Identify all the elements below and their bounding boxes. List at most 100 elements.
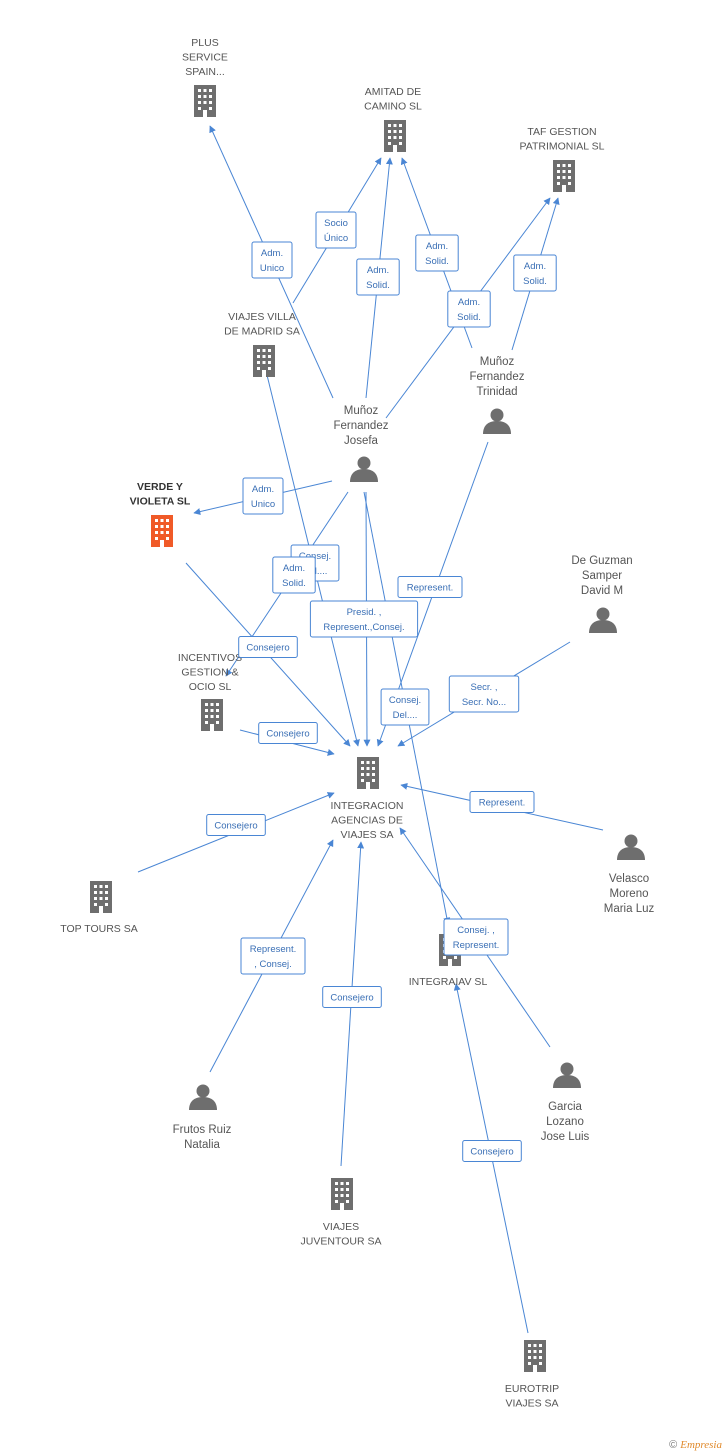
node-label[interactable]: Lozano: [546, 1116, 584, 1128]
edge-label-box[interactable]: [462, 1140, 522, 1162]
edge-label-box[interactable]: [448, 675, 520, 713]
edge-label-josefa-to-integracion[interactable]: Presid. ,Represent.,Consej.: [309, 600, 419, 638]
person-icon[interactable]: [589, 607, 617, 634]
node-label[interactable]: PLUS: [191, 37, 218, 49]
node-amitad[interactable]: AMITAD DE CAMINO SL: [364, 86, 422, 152]
edge-label-box[interactable]: [240, 937, 306, 975]
edge-label-deguzman-to-integracion[interactable]: Secr. ,Secr. No...: [448, 675, 520, 713]
person-icon[interactable]: [350, 456, 378, 483]
node-label[interactable]: Fernandez: [334, 420, 389, 432]
node-label[interactable]: Fernandez: [470, 371, 525, 383]
node-label[interactable]: VIAJES SA: [340, 829, 393, 841]
node-label[interactable]: TAF GESTION: [527, 126, 596, 138]
node-plus[interactable]: PLUS SERVICE SPAIN...: [182, 37, 228, 117]
node-label[interactable]: Jose Luis: [541, 1131, 590, 1143]
node-label[interactable]: VIAJES SA: [505, 1398, 558, 1410]
edge-label-josefa-to-amitad[interactable]: Adm.Solid.: [356, 258, 400, 296]
edge-label-velasco-to-integracion[interactable]: Represent.: [469, 791, 535, 813]
edge-label-box[interactable]: [322, 986, 382, 1008]
edge-label-box[interactable]: [272, 556, 316, 594]
node-label[interactable]: Muñoz: [344, 405, 379, 417]
person-icon[interactable]: [553, 1062, 581, 1089]
node-incentivos[interactable]: INCENTIVOS GESTION & OCIO SL: [178, 652, 242, 731]
brand-logo[interactable]: Empresia: [680, 1439, 722, 1451]
edge-label-box[interactable]: [356, 258, 400, 296]
edge-label-box[interactable]: [258, 722, 318, 744]
person-icon[interactable]: [617, 834, 645, 861]
node-label[interactable]: DE MADRID SA: [224, 326, 300, 338]
edge-label-box[interactable]: [251, 241, 293, 279]
building-icon[interactable]: [201, 699, 223, 731]
node-toptours[interactable]: TOP TOURS SA: [60, 881, 138, 935]
node-label[interactable]: AMITAD DE: [365, 86, 421, 98]
edge-label-box[interactable]: [315, 211, 357, 249]
node-label[interactable]: INCENTIVOS: [178, 652, 242, 664]
building-icon[interactable]: [384, 120, 406, 152]
edge-label-josefa-to-verde[interactable]: Adm.Unico: [242, 477, 284, 515]
edge-label-box[interactable]: [447, 290, 491, 328]
edge-label-josefa-to-plus[interactable]: Adm.Unico: [251, 241, 293, 279]
edge-label-josefa-to-integraiav[interactable]: Consej.Del....: [380, 688, 430, 726]
building-icon[interactable]: [331, 1178, 353, 1210]
edge-label-box[interactable]: [443, 918, 509, 956]
node-label[interactable]: De Guzman: [571, 555, 632, 567]
node-label[interactable]: Trinidad: [476, 386, 517, 398]
edge-label-verde-to-integracion[interactable]: Consejero: [238, 636, 298, 658]
edge-label-box[interactable]: [397, 576, 463, 598]
node-label[interactable]: Josefa: [344, 435, 378, 447]
node-label[interactable]: TOP TOURS SA: [60, 923, 137, 935]
edge-label-juventour-to-integracion[interactable]: Consejero: [322, 986, 382, 1008]
edge-label-josefa-to-taf[interactable]: Adm.Solid.: [447, 290, 491, 328]
edge-label-trinidad-to-taf[interactable]: Adm.Solid.: [513, 254, 557, 292]
building-icon[interactable]: [194, 85, 216, 117]
node-label[interactable]: SERVICE: [182, 52, 228, 64]
edge-label-trinidad-to-integracion[interactable]: Represent.: [397, 576, 463, 598]
edge-label-josefa-to-incentivos[interactable]: Adm.Solid.: [272, 556, 316, 594]
node-label[interactable]: David M: [581, 585, 623, 597]
edge-label-eurotrip-to-integraiav[interactable]: Consejero: [462, 1140, 522, 1162]
edge-label-box[interactable]: [380, 688, 430, 726]
edge-label-box[interactable]: [469, 791, 535, 813]
node-label[interactable]: Natalia: [184, 1139, 220, 1151]
node-label[interactable]: AGENCIAS DE: [331, 815, 403, 827]
node-label[interactable]: Frutos Ruiz: [173, 1124, 232, 1136]
node-integracion[interactable]: INTEGRACION AGENCIAS DE VIAJES SA: [331, 757, 404, 841]
node-label[interactable]: OCIO SL: [189, 681, 232, 693]
edge-label-box[interactable]: [513, 254, 557, 292]
person-icon[interactable]: [483, 408, 511, 435]
building-icon[interactable]: [357, 757, 379, 789]
node-label[interactable]: Velasco: [609, 873, 649, 885]
node-label[interactable]: Muñoz: [480, 356, 515, 368]
edge-label-box[interactable]: [238, 636, 298, 658]
node-label[interactable]: VIOLETA SL: [130, 496, 191, 508]
node-taf[interactable]: TAF GESTION PATRIMONIAL SL: [520, 126, 605, 192]
edge-label-box[interactable]: [242, 477, 284, 515]
node-label[interactable]: SPAIN...: [185, 66, 224, 78]
edge-label-box[interactable]: [309, 600, 419, 638]
node-label[interactable]: VIAJES VILLA: [228, 311, 296, 323]
node-label[interactable]: Garcia: [548, 1101, 582, 1113]
node-juventour[interactable]: VIAJES JUVENTOUR SA: [301, 1178, 382, 1248]
node-label[interactable]: JUVENTOUR SA: [301, 1236, 382, 1248]
building-icon[interactable]: [553, 160, 575, 192]
edge-label-garcia-to-integracion[interactable]: Consej. ,Represent.: [443, 918, 509, 956]
node-label[interactable]: INTEGRAIAV SL: [409, 976, 488, 988]
edge-label-box[interactable]: [415, 234, 459, 272]
node-label[interactable]: CAMINO SL: [364, 101, 422, 113]
building-icon[interactable]: [524, 1340, 546, 1372]
node-integraiav[interactable]: INTEGRAIAV SL: [409, 934, 488, 988]
node-label[interactable]: INTEGRACION: [331, 800, 404, 812]
node-label[interactable]: GESTION &: [181, 667, 238, 679]
person-icon[interactable]: [189, 1084, 217, 1111]
node-label[interactable]: Moreno: [610, 888, 649, 900]
node-label[interactable]: VIAJES: [323, 1221, 359, 1233]
edge-label-incentivos-to-integracion[interactable]: Consejero: [258, 722, 318, 744]
node-label[interactable]: PATRIMONIAL SL: [520, 141, 605, 153]
